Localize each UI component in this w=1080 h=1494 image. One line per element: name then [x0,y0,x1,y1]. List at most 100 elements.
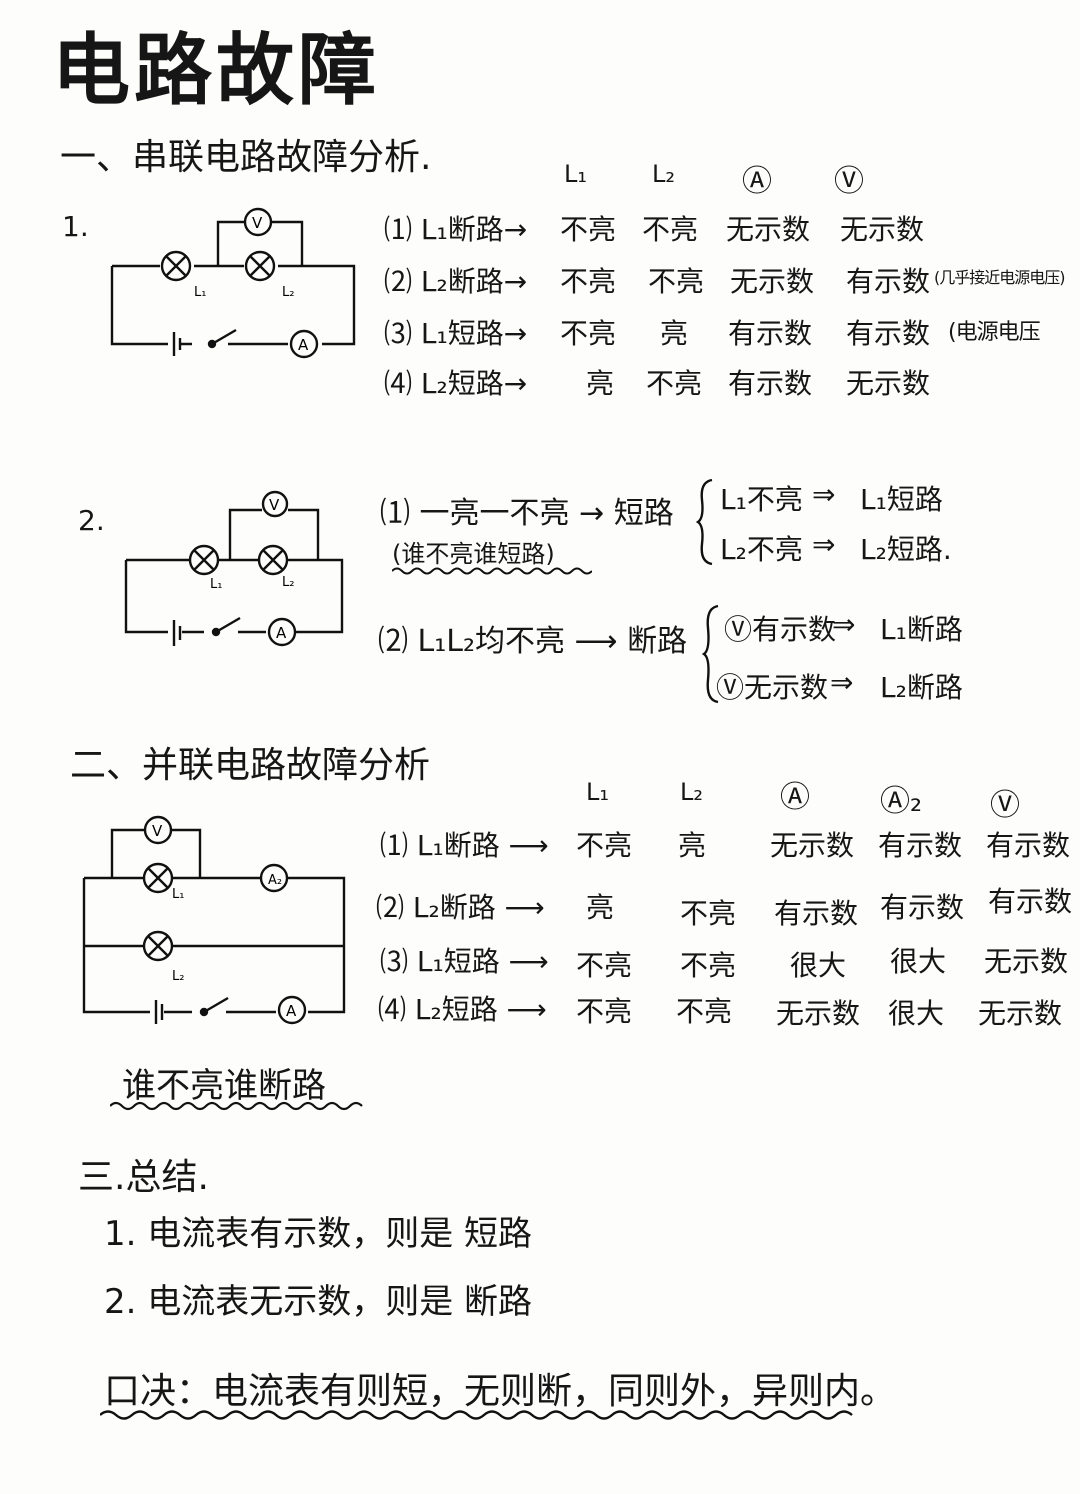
s2-r4-l2: 不亮 [676,995,733,1028]
s2-r1-a2: 有示数 [878,829,963,862]
s1-r3-v: 有示数 [846,317,931,350]
s2-col-l1: L₁ [586,778,609,806]
c2-ammeter-label: A [276,624,287,642]
underline-squiggle-3 [100,1410,853,1420]
s2-r2-l1: 亮 [586,891,615,924]
s2-col-l2: L₂ [680,778,703,806]
s1-r3-note: (电源电压 [948,320,1041,345]
s2-r2-l2: 不亮 [680,897,737,930]
s2-r3-l2: 不亮 [680,949,737,982]
s1-r3-l2: 亮 [660,317,689,350]
s1-r4-v: 无示数 [846,367,931,400]
s2-r3-a: 很大 [790,949,847,982]
s1-p2-b1-cond1: L₁不亮 [720,483,803,516]
s1-r4-l1: 亮 [586,367,615,400]
s1-r1-l1: 不亮 [560,213,617,246]
s2-r2-v: 有示数 [988,885,1073,918]
c3-l1-label: L₁ [172,887,184,902]
s2-r4-a: 无示数 [776,997,861,1030]
s2-r4-a2: 很大 [888,997,945,1030]
s1-p2-line1: ⑴ 一亮一不亮 → 短路 [380,496,674,531]
s2-r2-label: ⑵ L₂断路 ⟶ [376,891,545,924]
s2-r3-l1: 不亮 [576,949,633,982]
s2-r2-a2: 有示数 [880,891,965,924]
s1-r2-a: 无示数 [730,265,815,298]
brace-2 [702,604,722,704]
s1-r1-a: 无示数 [726,213,811,246]
s1-r3-label: ⑶ L₁短路→ [384,317,528,350]
s1-p2-b2-arrow2: ⇒ [830,666,854,699]
s1-col-l1: L₁ [564,160,587,188]
series-circuit-diagram-1: V A L₁ L₂ [108,204,368,364]
s1-col-a: Ⓐ [742,164,772,199]
s2-r1-l2: 亮 [678,829,707,862]
s2-r4-l1: 不亮 [576,995,633,1028]
s2-r4-v: 无示数 [978,997,1063,1030]
s1-r4-a: 有示数 [728,367,813,400]
s1-p2-b2-res1: L₁断路 [880,613,963,646]
s2-r1-v: 有示数 [986,829,1071,862]
section1-heading: 一、串联电路故障分析. [60,137,432,178]
parallel-circuit-diagram: V A₂ A L₁ L₂ [82,814,352,1024]
s3-item-2: 2. 电流表无示数，则是 断路 [104,1282,533,1322]
c2-l1-label: L₁ [210,577,222,592]
s1-r4-label: ⑷ L₂短路→ [384,367,528,400]
s2-col-a: Ⓐ [780,780,810,815]
s2-rule: 谁不亮谁断路 [122,1066,326,1106]
c1-l1-label: L₁ [194,285,206,300]
s1-p2-b2-arrow1: ⇒ [832,608,856,641]
s1-p2-b1-cond2: L₂不亮 [720,533,803,566]
s1-p2-b2-res2: L₂断路 [880,671,963,704]
s1-r3-l1: 不亮 [560,317,617,350]
s1-r4-l2: 不亮 [646,367,703,400]
s1-r2-l2: 不亮 [648,265,705,298]
s3-item-1: 1. 电流表有示数，则是 短路 [104,1214,533,1254]
s1-p2-b1-arrow2: ⇒ [812,528,836,561]
s2-r3-label: ⑶ L₁短路 ⟶ [380,945,549,978]
s1-r1-l2: 不亮 [642,213,699,246]
section3-heading: 三.总结. [78,1157,209,1198]
s1-part2-num: 2. [78,504,105,537]
s2-r4-label: ⑷ L₂短路 ⟶ [378,993,547,1026]
c3-l2-label: L₂ [172,969,184,984]
s2-r1-label: ⑴ L₁断路 ⟶ [380,829,549,862]
s1-p2-b1-res1: L₁短路 [860,483,943,516]
brace-1 [696,478,716,566]
s1-r2-note: (几乎接近电源电压) [934,268,1065,287]
s1-col-v: Ⓥ [834,164,864,199]
section2-heading: 二、并联电路故障分析 [70,745,431,786]
s1-r1-v: 无示数 [840,213,925,246]
s1-p2-line2: ⑵ L₁L₂均不亮 ⟶ 断路 [378,624,688,659]
c2-l2-label: L₂ [282,575,294,590]
s1-p2-b2-cond2: Ⓥ无示数 [716,671,829,704]
c3-voltmeter-label: V [152,822,163,840]
page-title: 电路故障 [52,26,381,116]
s2-r2-a: 有示数 [774,897,859,930]
s1-p2-line1-sub: (谁不亮谁短路) [392,540,555,568]
s1-r2-label: ⑵ L₂断路→ [384,265,528,298]
s1-p2-b1-res2: L₂短路. [860,533,952,566]
c3-ammeter-label: A [286,1002,297,1020]
s2-col-v: Ⓥ [990,788,1020,823]
s1-p2-b1-arrow1: ⇒ [812,478,836,511]
c1-voltmeter-label: V [252,214,263,232]
s2-r3-v: 无示数 [984,945,1069,978]
s2-r1-a: 无示数 [770,829,855,862]
s1-r2-v: 有示数 [846,265,931,298]
s1-col-l2: L₂ [652,160,675,188]
c1-ammeter-label: A [298,336,309,354]
s1-r2-l1: 不亮 [560,265,617,298]
mnemonic: 口决：电流表有则短，无则断，同则外，异则内。 [104,1371,897,1412]
c3-ammeter2-label: A₂ [268,873,282,888]
underline-squiggle-1 [392,567,592,575]
s1-part1-num: 1. [62,210,89,243]
s2-col-a2: Ⓐ₂ [880,784,923,819]
s1-r3-a: 有示数 [728,317,813,350]
series-circuit-diagram-2: V A L₁ L₂ [122,490,362,660]
c2-voltmeter-label: V [269,496,280,514]
s1-p2-b2-cond1: Ⓥ有示数 [724,613,837,646]
s2-r3-a2: 很大 [890,945,947,978]
c1-l2-label: L₂ [282,285,294,300]
underline-squiggle-2 [110,1101,363,1111]
s2-r1-l1: 不亮 [576,829,633,862]
